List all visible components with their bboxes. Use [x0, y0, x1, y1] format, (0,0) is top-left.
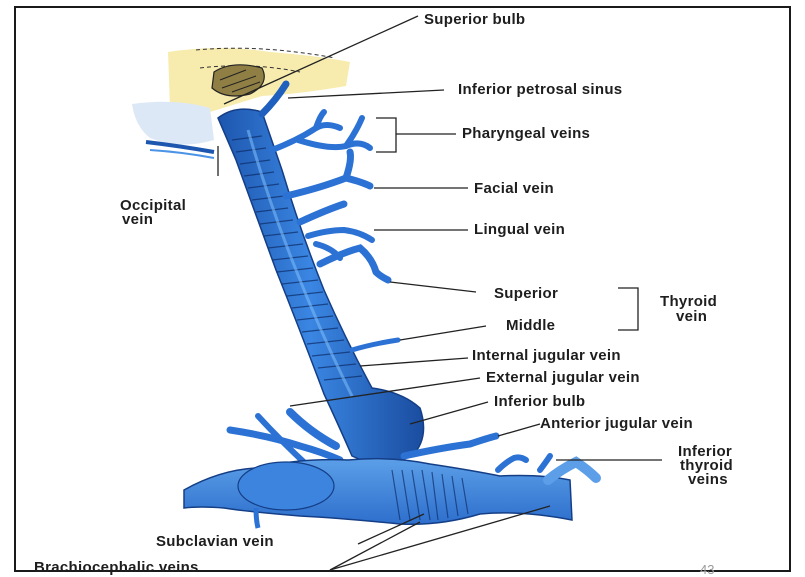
inferior-thyroid-vessels	[540, 456, 550, 470]
label-thyroid-vein-line1: Thyroid	[660, 294, 717, 309]
label-brachiocephalic-veins: Brachiocephalic veins	[34, 560, 199, 575]
label-inferior-thyroid-veins-line3: veins	[688, 472, 728, 487]
label-superior-bulb: Superior bulb	[424, 12, 525, 27]
label-external-jugular-vein: External jugular vein	[486, 370, 640, 385]
label-subclavian-vein: Subclavian vein	[156, 534, 274, 549]
pharyngeal-veins-vessels	[272, 112, 370, 150]
label-occipital-vein-line2: vein	[122, 212, 153, 227]
mastoid-region	[132, 102, 214, 145]
base-branch	[256, 508, 258, 528]
facial-vein-vessels	[286, 152, 370, 222]
inferior-thyroid-vessels	[498, 457, 526, 470]
label-middle: Middle	[506, 318, 555, 333]
label-facial-vein: Facial vein	[474, 181, 554, 196]
label-inferior-bulb: Inferior bulb	[494, 394, 585, 409]
external-jugular-vessel	[290, 412, 336, 446]
label-inferior-petrosal-sinus: Inferior petrosal sinus	[458, 82, 622, 97]
base-branch	[548, 462, 596, 480]
label-superior: Superior	[494, 286, 558, 301]
label-lingual-vein: Lingual vein	[474, 222, 565, 237]
label-internal-jugular-vein: Internal jugular vein	[472, 348, 621, 363]
label-thyroid-vein-line2: vein	[676, 309, 707, 324]
middle-thyroid-vein-vessel	[352, 340, 398, 350]
label-anterior-jugular-vein: Anterior jugular vein	[540, 416, 693, 431]
subclavian-swelling	[238, 462, 334, 510]
page-number: 43	[700, 562, 714, 577]
label-pharyngeal-veins: Pharyngeal veins	[462, 126, 590, 141]
